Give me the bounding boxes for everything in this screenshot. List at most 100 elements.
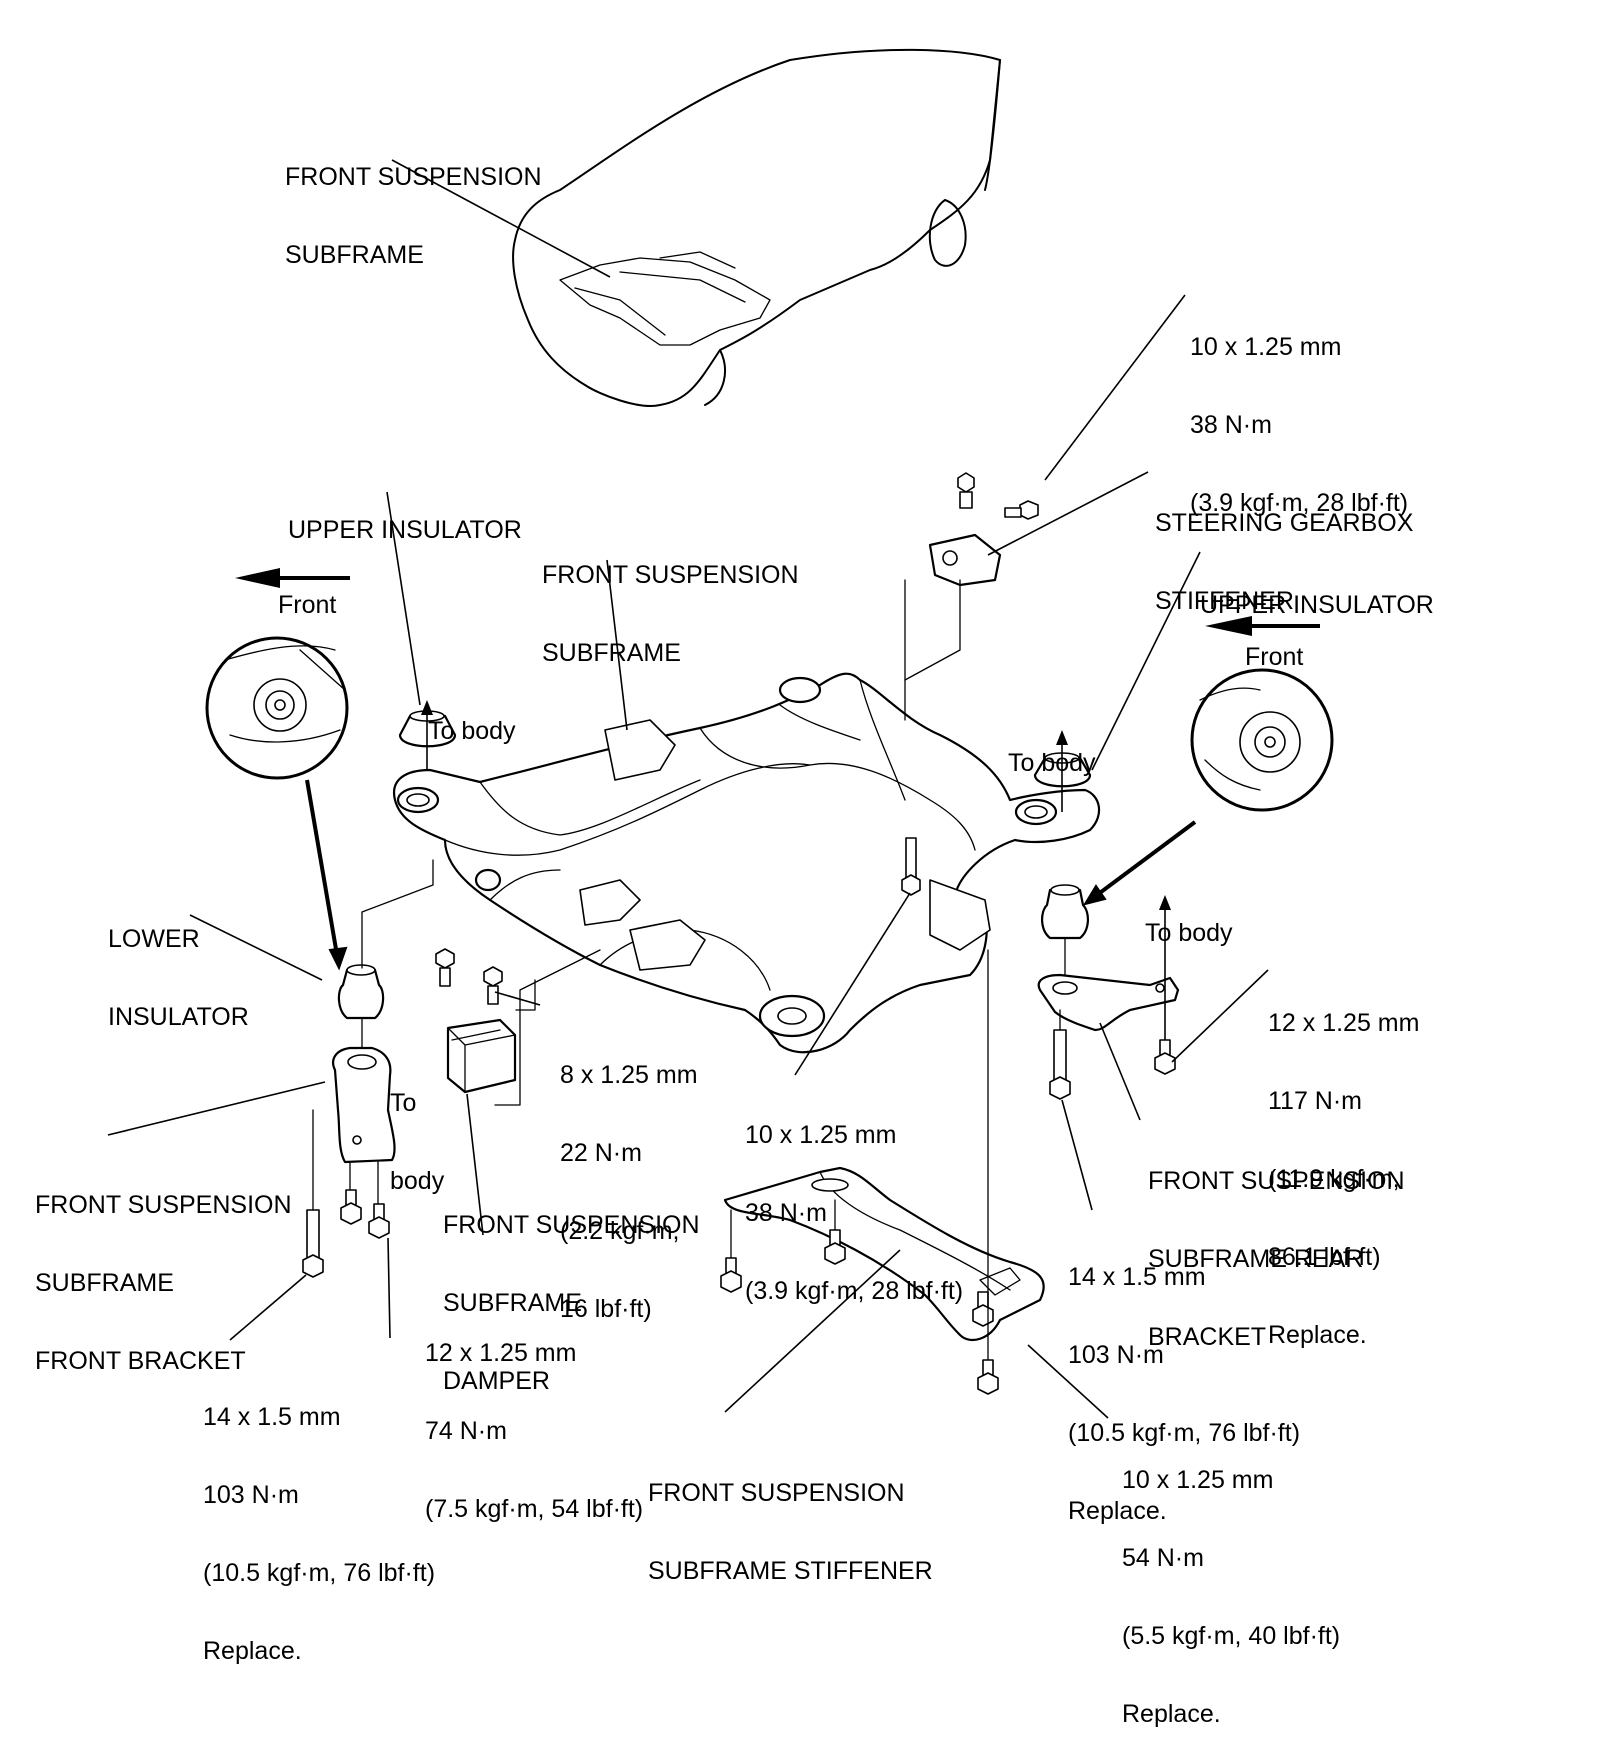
label-front-left: Front — [278, 540, 336, 644]
front-suspension-subframe — [392, 672, 1101, 1054]
torque-line: 10 x 1.25 mm — [1122, 1466, 1274, 1494]
torque-line: Replace. — [1122, 1700, 1221, 1728]
torque-stiffener-bolt: 10 x 1.25 mm 54 N·m (5.5 kgf·m, 40 lbf·f… — [1122, 1415, 1340, 1753]
center-bolt — [901, 837, 921, 896]
label-damper: FRONT SUSPENSION SUBFRAME DAMPER — [443, 1160, 700, 1420]
detail-arrows — [305, 779, 1197, 971]
front-suspension-subframe-damper — [446, 1018, 517, 1094]
label-line: SUBFRAME STIFFENER — [648, 1557, 933, 1585]
label-line: FRONT BRACKET — [35, 1347, 246, 1375]
lower-insulator-right — [1041, 884, 1089, 940]
label-upper-insulator-left: UPPER INSULATOR — [288, 465, 522, 569]
torque-front-bracket-bolt: 12 x 1.25 mm 74 N·m (7.5 kgf·m, 54 lbf·f… — [425, 1288, 643, 1548]
lower-insulator-left — [337, 964, 385, 1020]
front-suspension-subframe-stiffener — [723, 1166, 1045, 1342]
torque-line: (10.5 kgf·m, 76 lbf·ft) — [1068, 1419, 1301, 1447]
label-stiffener: FRONT SUSPENSION SUBFRAME STIFFENER — [648, 1428, 933, 1610]
front-long-bolt — [302, 1209, 324, 1278]
label-line: SUBFRAME — [443, 1289, 582, 1317]
label-subframe-top: FRONT SUSPENSION SUBFRAME — [285, 112, 542, 294]
torque-line: 8 x 1.25 mm — [560, 1061, 698, 1089]
label-line: To body — [1145, 919, 1233, 947]
label-line: BRACKET — [1148, 1323, 1267, 1351]
label-to-body-2: To body — [1008, 698, 1096, 802]
torque-line: (5.5 kgf·m, 40 lbf·ft) — [1122, 1622, 1341, 1650]
torque-line: 12 x 1.25 mm — [425, 1339, 577, 1367]
torque-line: 12 x 1.25 mm — [1268, 1009, 1420, 1037]
damper-bolt-2 — [483, 966, 503, 1005]
diagram-artwork — [107, 48, 1334, 1419]
stiffener-bolt-4 — [977, 1359, 999, 1395]
label-front-bracket: FRONT SUSPENSION SUBFRAME FRONT BRACKET — [35, 1140, 292, 1400]
label-to-body-4: To body — [390, 1038, 444, 1220]
front-suspension-subframe-rear-bracket — [1037, 973, 1180, 1032]
label-line: SUBFRAME REAR — [1148, 1245, 1364, 1273]
label-line: body — [390, 1167, 445, 1195]
torque-line: (7.5 kgf·m, 54 lbf·ft) — [425, 1495, 644, 1523]
torque-line: 38 N·m — [1190, 411, 1272, 439]
label-to-body-3: To body — [1145, 868, 1233, 972]
torque-line: (10.5 kgf·m, 76 lbf·ft) — [203, 1559, 436, 1587]
car-silhouette — [512, 48, 1001, 407]
stiffener-bolt-2 — [824, 1229, 846, 1265]
torque-line: (2.2 kgf·m, — [560, 1217, 680, 1245]
torque-line: 54 N·m — [1122, 1544, 1204, 1572]
torque-line: Replace. — [203, 1637, 302, 1665]
torque-line: Replace. — [1268, 1321, 1367, 1349]
front-bracket-bolt-2 — [368, 1203, 390, 1239]
detail-view-right — [1190, 668, 1334, 812]
torque-line: (11.9 kgf·m, — [1268, 1165, 1400, 1193]
torque-line: (3.9 kgf·m, 28 lbf·ft) — [745, 1277, 964, 1305]
torque-line: 16 lbf·ft) — [560, 1295, 652, 1323]
torque-line: Replace. — [1068, 1497, 1167, 1525]
label-line: LOWER — [108, 925, 200, 953]
label-line: To body — [428, 717, 516, 745]
label-line: Front — [1245, 643, 1304, 671]
label-front-right: Front — [1245, 592, 1303, 696]
label-to-body-1: To body — [428, 666, 516, 770]
torque-line: 10 x 1.25 mm — [1190, 333, 1342, 361]
label-line: Front — [278, 591, 337, 619]
torque-line: 14 x 1.5 mm — [1068, 1263, 1206, 1291]
label-line: FRONT SUSPENSION — [648, 1479, 905, 1507]
label-line: INSULATOR — [108, 1003, 249, 1031]
torque-line: (3.9 kgf·m, 28 lbf·ft) — [1190, 489, 1409, 517]
label-line: FRONT SUSPENSION — [35, 1191, 292, 1219]
torque-damper-bolt: 8 x 1.25 mm 22 N·m (2.2 kgf·m, 16 lbf·ft… — [560, 1010, 698, 1348]
rear-long-bolt — [1049, 1029, 1071, 1100]
torque-line: 86.1 lbf·ft) — [1268, 1243, 1381, 1271]
label-rear-bracket: FRONT SUSPENSION SUBFRAME REAR BRACKET — [1148, 1116, 1405, 1376]
label-line: To body — [1008, 749, 1096, 777]
front-bracket-bolt-1 — [340, 1189, 362, 1225]
label-upper-insulator-right: UPPER INSULATOR — [1200, 540, 1434, 644]
front-arrow-left — [235, 568, 350, 588]
damper-bolt-1 — [435, 948, 455, 987]
torque-line: 22 N·m — [560, 1139, 642, 1167]
torque-line: 117 N·m — [1268, 1087, 1363, 1115]
torque-steering-bolt: 10 x 1.25 mm 38 N·m (3.9 kgf·m, 28 lbf·f… — [1190, 282, 1408, 542]
torque-front-long-bolt: 14 x 1.5 mm 103 N·m (10.5 kgf·m, 76 lbf·… — [203, 1352, 435, 1690]
front-suspension-subframe-front-bracket — [332, 1046, 396, 1164]
label-line: SUBFRAME — [35, 1269, 174, 1297]
torque-center-bolt: 10 x 1.25 mm 38 N·m (3.9 kgf·m, 28 lbf·f… — [745, 1070, 963, 1330]
label-line: UPPER INSULATOR — [1200, 591, 1434, 619]
label-line: SUBFRAME — [285, 241, 424, 269]
torque-line: 103 N·m — [203, 1481, 299, 1509]
exploded-diagram: FRONT SUSPENSION SUBFRAME 10 x 1.25 mm 3… — [35, 48, 1434, 1727]
torque-rear-bracket-bolt: 12 x 1.25 mm 117 N·m (11.9 kgf·m, 86.1 l… — [1268, 958, 1419, 1374]
torque-line: 14 x 1.5 mm — [203, 1403, 341, 1431]
label-line: FRONT SUSPENSION — [443, 1211, 700, 1239]
label-line: UPPER INSULATOR — [288, 516, 522, 544]
steering-gearbox-stiffener — [928, 472, 1039, 587]
torque-rear-long-bolt: 14 x 1.5 mm 103 N·m (10.5 kgf·m, 76 lbf·… — [1068, 1212, 1300, 1550]
label-steering-gearbox-stiffener: STEERING GEARBOX STIFFENER — [1155, 458, 1413, 640]
front-arrow-right — [1205, 616, 1320, 636]
torque-line: 10 x 1.25 mm — [745, 1121, 897, 1149]
rear-bracket-bolt — [1154, 1039, 1176, 1075]
stiffener-bolt-1 — [720, 1257, 742, 1293]
label-line: STEERING GEARBOX — [1155, 509, 1414, 537]
label-line: FRONT SUSPENSION — [542, 561, 799, 589]
label-line: To — [390, 1089, 417, 1117]
label-subframe-main: FRONT SUSPENSION SUBFRAME — [542, 510, 799, 692]
label-line: FRONT SUSPENSION — [1148, 1167, 1405, 1195]
